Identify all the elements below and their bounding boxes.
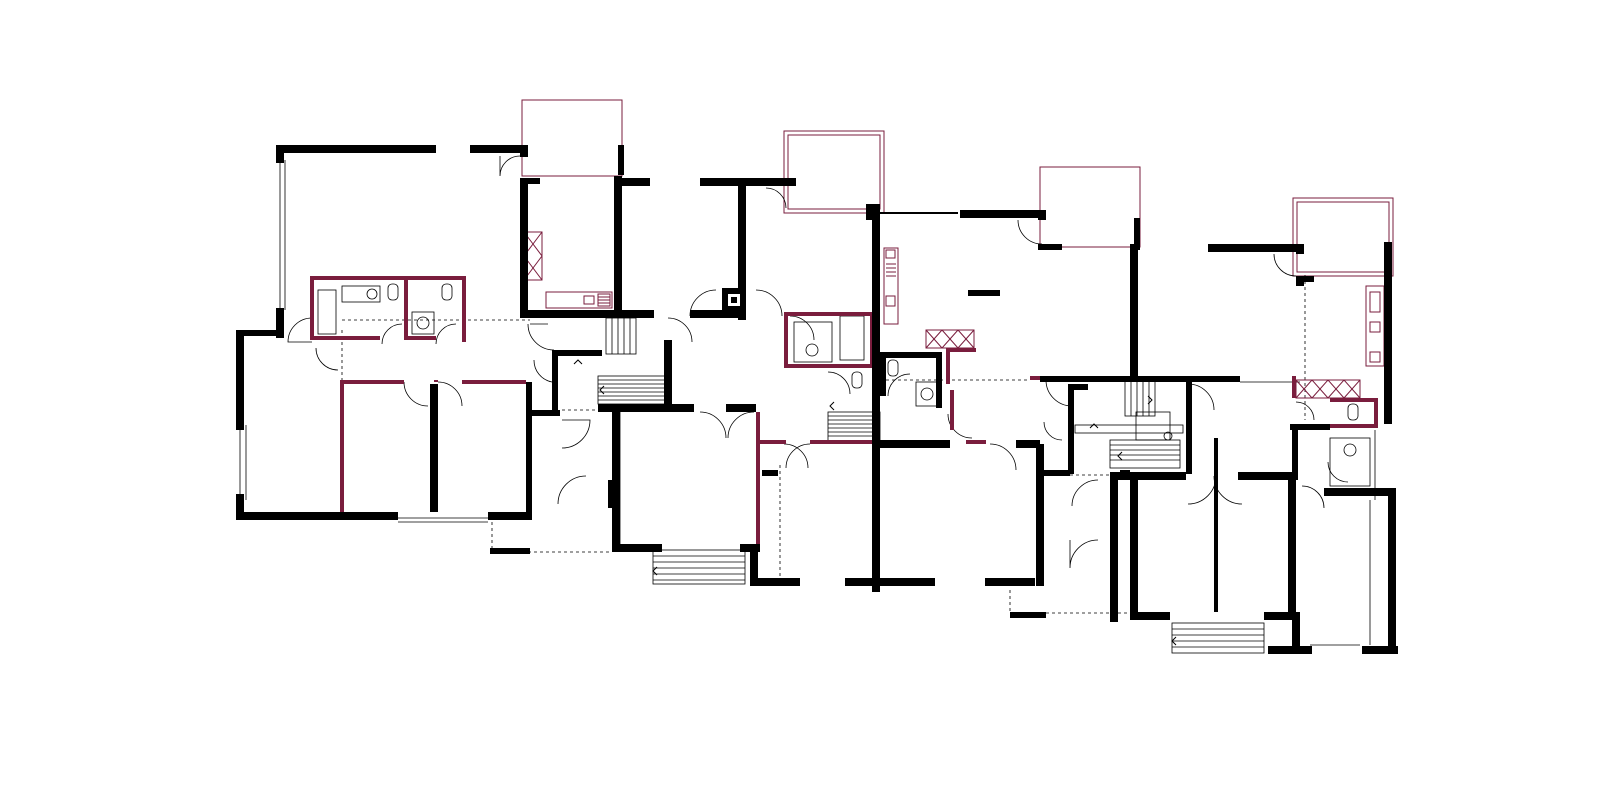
balcony-2-inner xyxy=(787,134,881,210)
entrance-steps-2 xyxy=(1171,622,1265,654)
stairs xyxy=(597,317,1265,654)
new-wall-bath-3 xyxy=(1330,398,1378,402)
toilet-3 xyxy=(851,371,863,389)
wall-left-bottom xyxy=(236,512,398,520)
wall-unit2-left xyxy=(614,176,622,316)
existing-walls xyxy=(236,145,1398,654)
toilet-1 xyxy=(387,283,399,301)
bath-3 xyxy=(1329,437,1371,487)
wall-middle-spine xyxy=(872,210,880,592)
stair-c-landing xyxy=(1074,424,1184,434)
stair-arrows xyxy=(573,359,1177,646)
balcony-3 xyxy=(1039,166,1141,248)
new-wall-rooms-top xyxy=(340,380,404,384)
bathroom-fixtures xyxy=(317,283,1371,487)
entrance-steps-1 xyxy=(652,549,746,585)
shaft-area xyxy=(1135,411,1171,441)
wall-right-top xyxy=(1208,244,1304,252)
bath-2 xyxy=(793,321,833,363)
kitchen-counter-1b xyxy=(545,291,613,309)
new-wall-room-2 xyxy=(756,412,760,546)
balcony-4 xyxy=(1292,197,1394,277)
bathtub-1 xyxy=(317,289,337,335)
doors xyxy=(287,155,1349,569)
balcony-1 xyxy=(521,99,623,177)
balcony-2 xyxy=(783,130,885,214)
wall-fragment xyxy=(968,290,1000,296)
balconies xyxy=(521,99,1394,277)
washbasin-1 xyxy=(341,285,381,303)
shower-1 xyxy=(411,311,435,335)
kitchen-counter-2 xyxy=(883,247,899,325)
new-wall-bath-top xyxy=(310,276,466,280)
toilet-2 xyxy=(441,283,453,301)
wall-left-top xyxy=(276,145,436,153)
balcony-4-inner xyxy=(1296,201,1390,273)
toilet-5 xyxy=(1347,403,1359,421)
partitions xyxy=(434,384,1218,612)
toilet-4 xyxy=(887,359,899,377)
new-wall-bath-2 xyxy=(784,312,874,316)
